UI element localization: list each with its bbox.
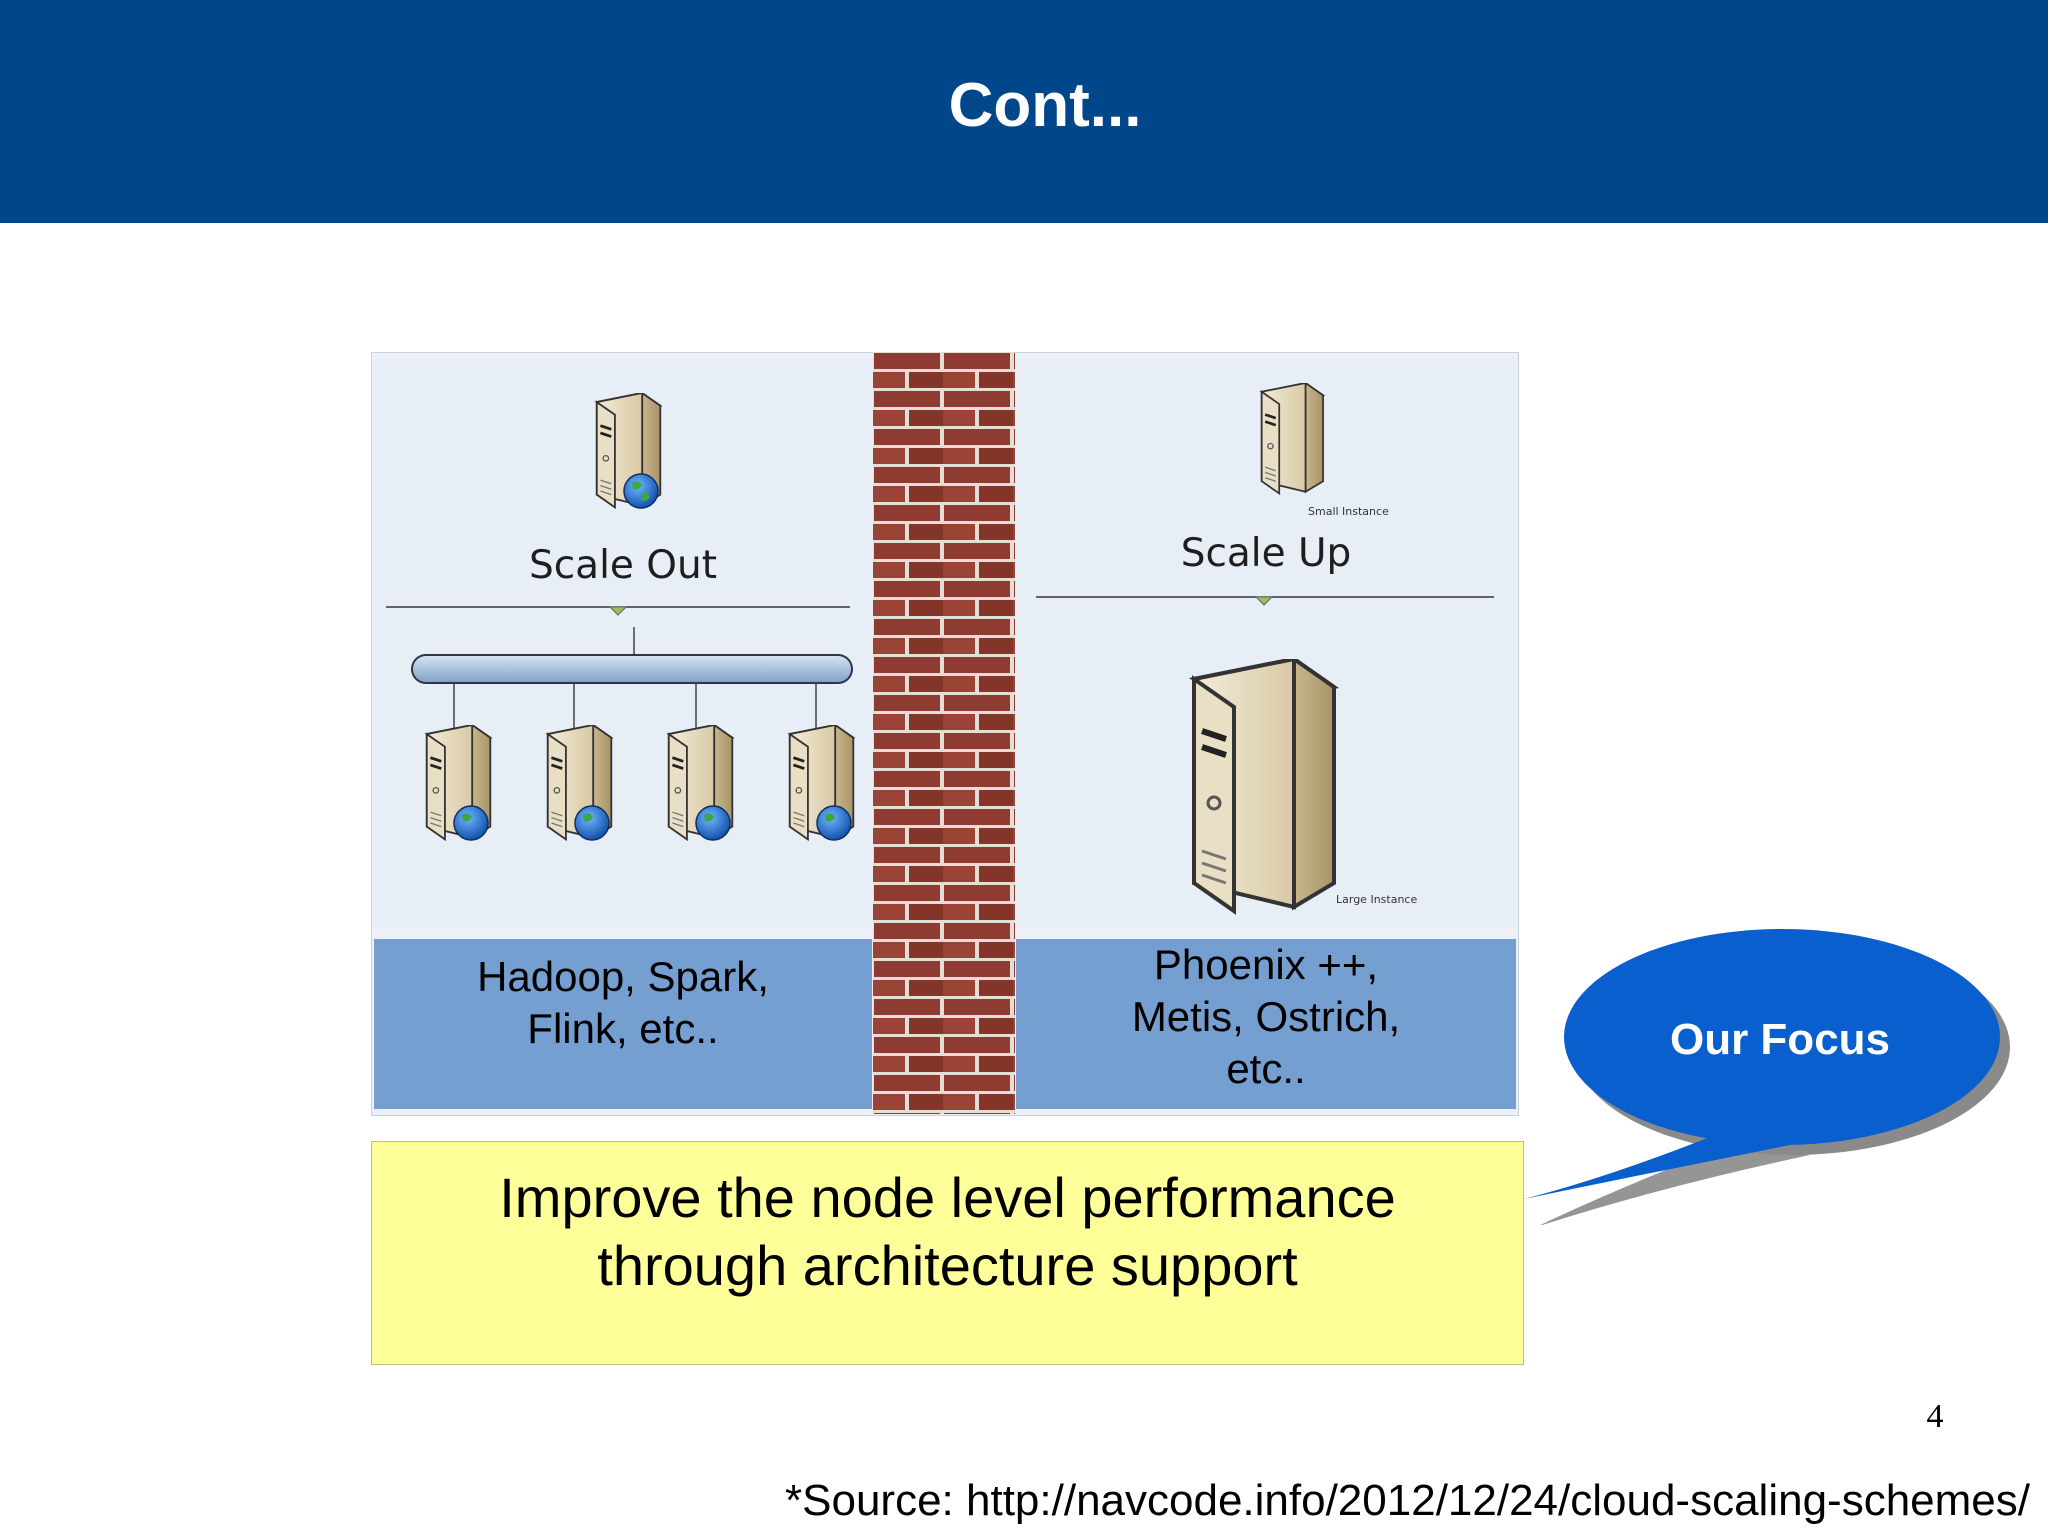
scale-up-examples: Phoenix ++, Metis, Ostrich, etc.. <box>1016 939 1516 1109</box>
slide-title: Cont... <box>948 71 1142 140</box>
our-focus-label: Our Focus <box>1669 1015 1891 1064</box>
scale-out-art <box>386 393 855 841</box>
scale-out-title: Scale Out <box>528 543 718 588</box>
our-focus-callout <box>1520 925 2020 1225</box>
focus-statement-text: Improve the node level performance throu… <box>499 1166 1396 1297</box>
scale-up-examples-text: Phoenix ++, Metis, Ostrich, etc.. <box>1131 941 1401 1092</box>
title-bar: Cont... <box>0 0 2048 223</box>
source-citation: *Source: http://navcode.info/2012/12/24/… <box>785 1476 2030 1525</box>
server-icon <box>425 725 492 841</box>
large-server-icon <box>1194 659 1334 911</box>
network-bus <box>411 654 853 684</box>
scale-up-panel: Small Instance Scale Up Large Instance P… <box>1016 353 1516 1115</box>
scale-out-panel: Scale Out Hadoop, Spark, Flink, etc.. <box>374 353 872 1115</box>
scale-out-diagram: Scale Out <box>374 359 872 927</box>
server-icon <box>546 725 613 841</box>
scale-up-diagram: Small Instance Scale Up Large Instance <box>1016 359 1516 927</box>
scale-up-art <box>1036 383 1494 927</box>
scale-up-title: Scale Up <box>1180 531 1352 576</box>
brick-wall <box>873 352 1015 1114</box>
page-number: 4 <box>1926 1398 1944 1435</box>
large-instance-label: Large Instance <box>1336 893 1418 906</box>
scale-out-examples: Hadoop, Spark, Flink, etc.. <box>374 939 872 1109</box>
focus-statement-box: Improve the node level performance throu… <box>371 1141 1524 1365</box>
scale-out-examples-text: Hadoop, Spark, Flink, etc.. <box>477 953 769 1052</box>
small-server-icon <box>1260 383 1325 495</box>
server-icon <box>788 725 855 841</box>
server-icon <box>667 725 734 841</box>
small-instance-label: Small Instance <box>1308 505 1389 518</box>
server-icon <box>595 393 662 509</box>
